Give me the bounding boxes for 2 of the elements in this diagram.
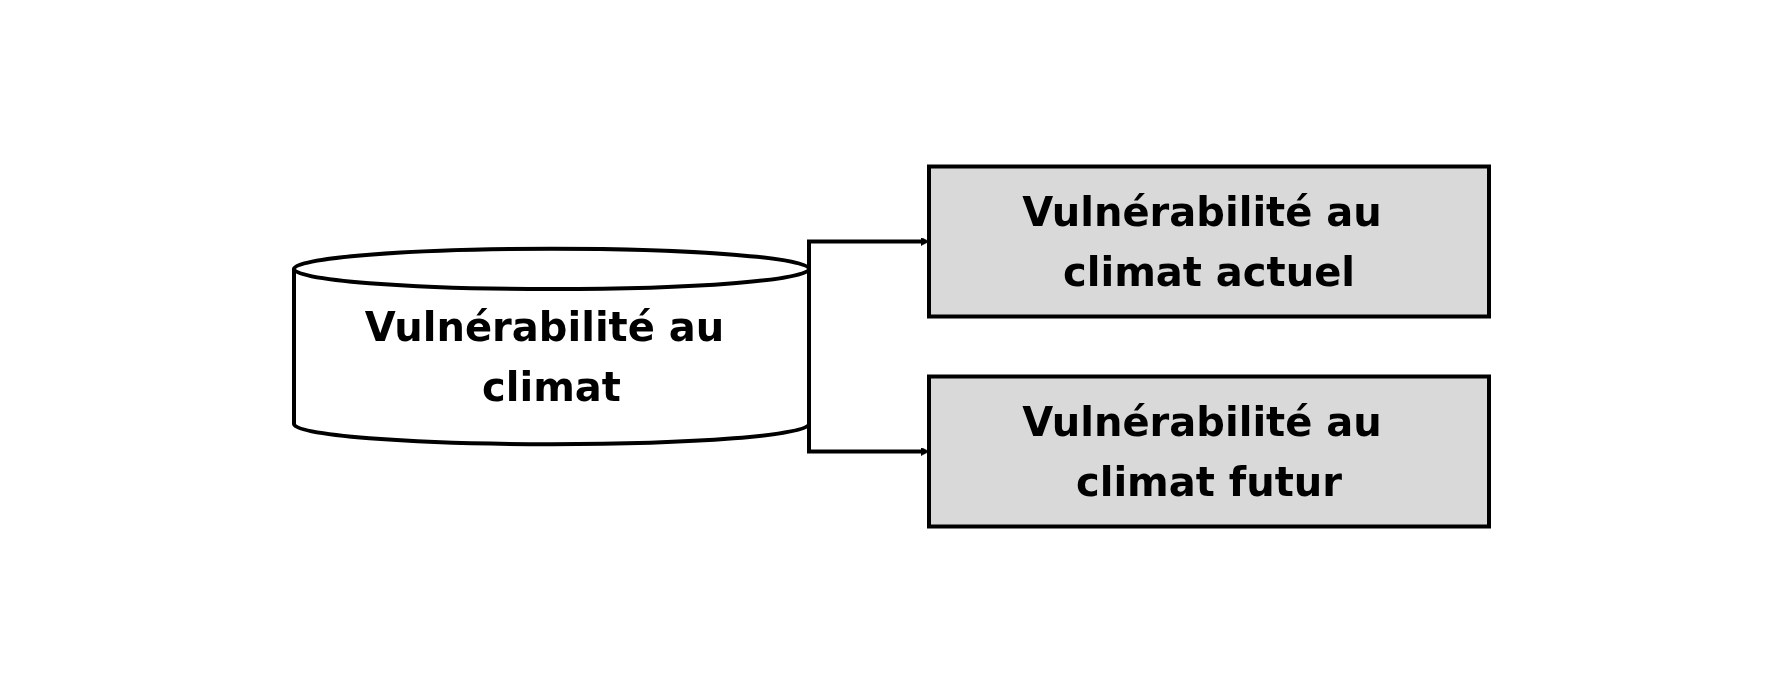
node-box: Vulnérabilité au climat futur <box>926 374 1491 529</box>
node-box: Vulnérabilité au climat actuel <box>926 164 1491 319</box>
